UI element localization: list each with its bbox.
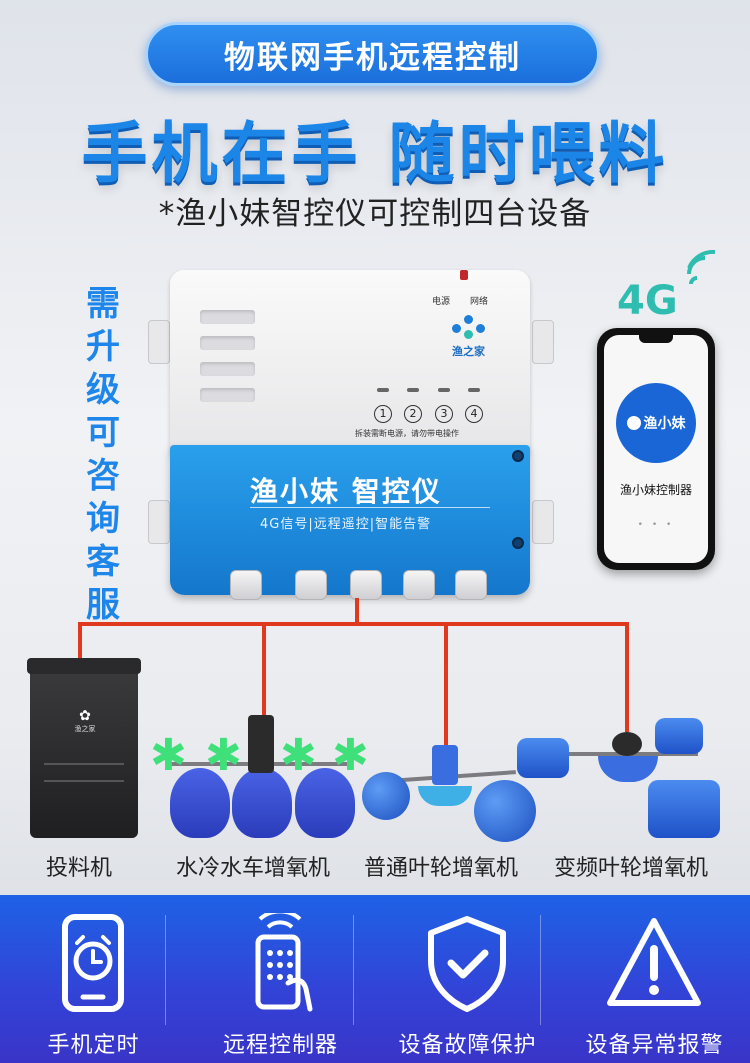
float-box: [648, 780, 720, 838]
app-name: 渔小妹控制器: [619, 483, 692, 497]
impeller: [598, 756, 658, 782]
label-impeller-aerator: 普通叶轮增氧机: [364, 856, 519, 881]
feature-label: 设备故障保护: [398, 1033, 537, 1058]
led-power-label: 电源: [432, 297, 451, 307]
cable-gland: [230, 570, 262, 600]
channel-led: [468, 388, 480, 392]
vent: [200, 388, 255, 402]
side-note: 需升级可咨询客服: [86, 284, 120, 625]
vent: [200, 310, 255, 324]
paddle-wheel-icon: ✱: [150, 730, 187, 781]
motor: [432, 745, 458, 785]
paddle-wheel-icon: ✱: [332, 730, 369, 781]
wire: [78, 622, 82, 678]
page-indicator: • • •: [637, 520, 675, 530]
float-pontoon: [295, 768, 355, 838]
logo-icon: [452, 315, 486, 341]
device-bottom-shell: 渔小妹 智控仪 4G信号|远程遥控|智能告警: [170, 445, 530, 595]
float-pontoon: [232, 768, 292, 838]
label-vfd-impeller-aerator: 变频叶轮增氧机: [554, 856, 709, 881]
feature-phone-timer: 手机定时: [0, 895, 187, 1063]
brand-logo: 渔之家: [452, 315, 486, 359]
float-ball: [474, 780, 536, 842]
wire: [355, 598, 359, 624]
subline: *渔小妹智控仪可控制四台设备: [158, 196, 592, 232]
controller-device: 电源 网络 渔之家 1 2 3 4 拆装需断电源，请勿带电操作 渔小妹 智控仪 …: [148, 265, 555, 605]
mount-ear: [532, 320, 554, 364]
channel-button-2[interactable]: 2: [404, 405, 422, 423]
wire: [262, 622, 266, 722]
cable-gland: [455, 570, 487, 600]
device-top-shell: 电源 网络 渔之家 1 2 3 4 拆装需断电源，请勿带电操作: [170, 270, 530, 455]
feeder-slot: [44, 780, 124, 782]
warning-icon: [607, 918, 701, 1006]
phone-notch: [639, 335, 673, 343]
warning-text: 拆装需断电源，请勿带电操作: [355, 429, 459, 438]
headline: 手机在手 随时喂料: [81, 115, 669, 192]
smartphone: 渔小妹 渔小妹控制器 • • •: [597, 328, 715, 570]
feature-abnormal-alarm: 设备异常报警: [561, 895, 748, 1063]
feature-label: 设备异常报警: [585, 1033, 724, 1058]
led-network-label: 网络: [470, 297, 489, 307]
float-box: [517, 738, 569, 778]
device-subtitle: 4G信号|远程遥控|智能告警: [260, 517, 432, 532]
signal-4g: 4G: [617, 278, 678, 324]
divider: [353, 915, 354, 1025]
float-box: [655, 718, 703, 754]
app-icon[interactable]: 渔小妹: [616, 383, 696, 463]
cable-gland: [350, 570, 382, 600]
screw-icon: [512, 450, 524, 462]
divider: [250, 507, 490, 508]
feature-fault-protection: 设备故障保护: [374, 895, 561, 1063]
feeder-slot: [44, 763, 124, 765]
feature-label: 手机定时: [47, 1033, 140, 1058]
antenna-icon: [460, 270, 468, 280]
feature-strip: 手机定时 远程控制器 设备故障保护 设备异常报警: [0, 895, 750, 1063]
brand-logo-text: 渔之家: [452, 345, 485, 358]
shield-check-icon: [428, 916, 506, 1012]
mascot-icon: [626, 416, 641, 430]
screw-icon: [512, 537, 524, 549]
divider: [540, 915, 541, 1025]
divider: [165, 915, 166, 1025]
wire: [444, 622, 448, 746]
paddle-wheel-icon: ✱: [280, 730, 317, 781]
channel-button-1[interactable]: 1: [374, 405, 392, 423]
cable-gland: [403, 570, 435, 600]
channel-led: [407, 388, 419, 392]
mount-ear: [532, 500, 554, 544]
vent: [200, 362, 255, 376]
wire: [625, 622, 629, 732]
remote-control-icon: [255, 913, 313, 1012]
device-title: 渔小妹 智控仪: [250, 475, 442, 508]
wifi-icon: [687, 250, 716, 285]
feeder-machine: ✿ 渔之家: [27, 658, 141, 838]
motor: [248, 715, 274, 773]
phone-screen: 渔小妹 渔小妹控制器 • • •: [604, 335, 708, 563]
phone-alarm-icon: [62, 914, 124, 1012]
float-pontoon: [170, 768, 230, 838]
feature-label: 远程控制器: [222, 1033, 338, 1058]
channel-button-4[interactable]: 4: [465, 405, 483, 423]
label-paddlewheel-aerator: 水冷水车增氧机: [176, 856, 331, 881]
vent: [200, 336, 255, 350]
channel-led: [438, 388, 450, 392]
app-icon-text: 渔小妹: [643, 416, 686, 432]
mount-ear: [148, 320, 170, 364]
feature-remote-control: 远程控制器: [187, 895, 374, 1063]
float-ball: [362, 772, 410, 820]
impeller: [418, 786, 472, 806]
channel-button-3[interactable]: 3: [435, 405, 453, 423]
paddle-wheel-icon: ✱: [205, 730, 242, 781]
title-banner: 物联网手机远程控制: [145, 22, 600, 86]
feeder-lid: [27, 658, 141, 674]
feeder-logo: ✿ 渔之家: [74, 708, 96, 733]
label-feeder: 投料机: [46, 856, 113, 881]
motor: [612, 732, 642, 756]
mount-ear: [148, 500, 170, 544]
channel-led: [377, 388, 389, 392]
cable-gland: [295, 570, 327, 600]
wire: [78, 622, 629, 626]
